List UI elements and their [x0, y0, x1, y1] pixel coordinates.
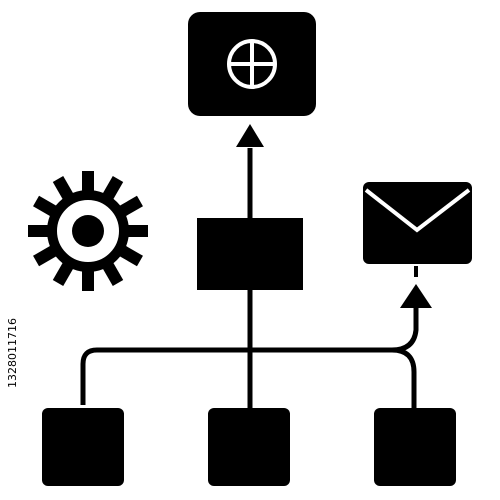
arrow-up-to-envelope [400, 266, 432, 308]
middle-box [197, 218, 303, 290]
gear-icon [28, 171, 148, 291]
envelope-icon [363, 182, 472, 264]
bottom-box-right [374, 408, 456, 486]
connector-right-drop [391, 347, 417, 408]
globe-icon [227, 39, 277, 89]
connector-bus [80, 308, 419, 405]
arrow-up-to-top-box [236, 124, 264, 218]
top-box [188, 12, 316, 116]
bottom-box-middle [208, 408, 290, 486]
stock-id-label: 1328011716 [6, 318, 19, 388]
bottom-box-left [42, 408, 124, 486]
